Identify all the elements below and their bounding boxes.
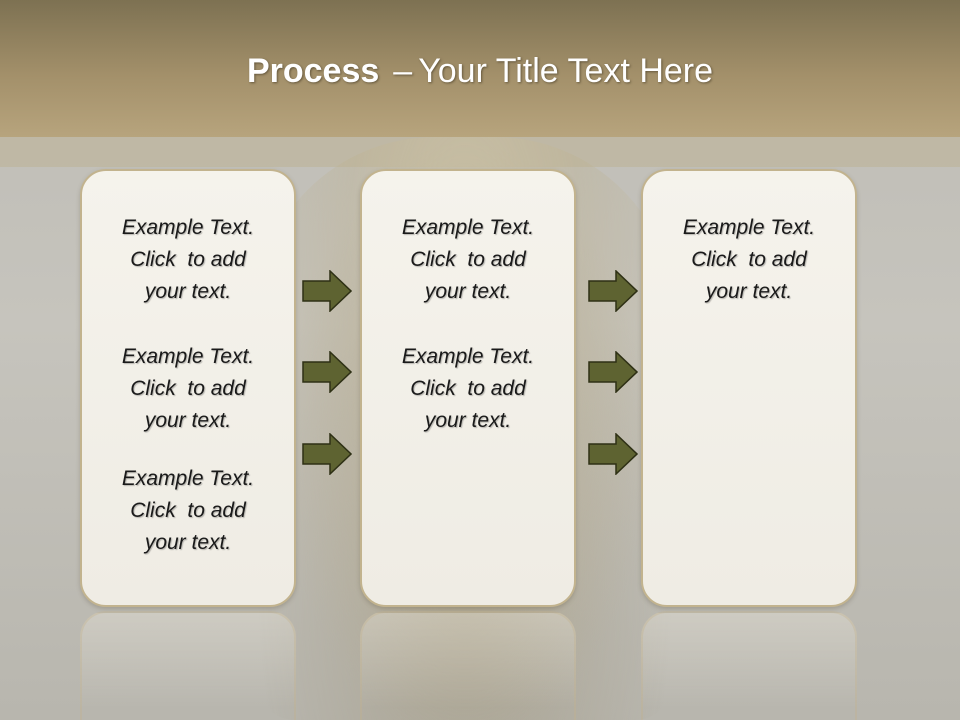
panel-1-text-2[interactable]: Example Text. Click to add your text. — [82, 341, 294, 437]
text-line: your text. — [424, 409, 512, 432]
title-separator: – — [393, 52, 413, 90]
right-arrow-icon[interactable] — [302, 270, 352, 312]
text-line: Click to add — [130, 499, 246, 522]
process-panel-2[interactable]: Example Text. Click to add your text. Ex… — [360, 169, 576, 607]
text-line: Click to add — [691, 248, 807, 271]
panel-3-text-1[interactable]: Example Text. Click to add your text. — [643, 212, 855, 308]
text-line: Example Text. — [401, 216, 535, 239]
text-line: your text. — [144, 280, 232, 303]
text-line: Click to add — [410, 377, 526, 400]
panel-1-reflection — [80, 611, 296, 720]
text-line: Example Text. — [121, 216, 255, 239]
slide-title[interactable]: Process–Your Title Text Here — [0, 52, 960, 91]
text-line: your text. — [705, 280, 793, 303]
text-line: your text. — [144, 409, 232, 432]
panel-2-reflection — [360, 611, 576, 720]
text-line: Example Text. — [682, 216, 816, 239]
process-panel-3[interactable]: Example Text. Click to add your text. — [641, 169, 857, 607]
right-arrow-icon[interactable] — [302, 433, 352, 475]
title-bold-part: Process — [246, 52, 380, 90]
panel-2-text-1[interactable]: Example Text. Click to add your text. — [362, 212, 574, 308]
text-line: your text. — [144, 531, 232, 554]
right-arrow-icon[interactable] — [588, 433, 638, 475]
title-text: Your Title Text Here — [418, 52, 714, 90]
header-band — [0, 0, 960, 137]
panel-1-text-1[interactable]: Example Text. Click to add your text. — [82, 212, 294, 308]
right-arrow-icon[interactable] — [302, 351, 352, 393]
text-line: Example Text. — [401, 345, 535, 368]
panel-3-reflection — [641, 611, 857, 720]
right-arrow-icon[interactable] — [588, 270, 638, 312]
text-line: Click to add — [410, 248, 526, 271]
text-line: Click to add — [130, 377, 246, 400]
text-line: Example Text. — [121, 467, 255, 490]
text-line: Example Text. — [121, 345, 255, 368]
text-line: Click to add — [130, 248, 246, 271]
panel-2-text-2[interactable]: Example Text. Click to add your text. — [362, 341, 574, 437]
right-arrow-icon[interactable] — [588, 351, 638, 393]
text-line: your text. — [424, 280, 512, 303]
panel-1-text-3[interactable]: Example Text. Click to add your text. — [82, 463, 294, 559]
process-panel-1[interactable]: Example Text. Click to add your text. Ex… — [80, 169, 296, 607]
